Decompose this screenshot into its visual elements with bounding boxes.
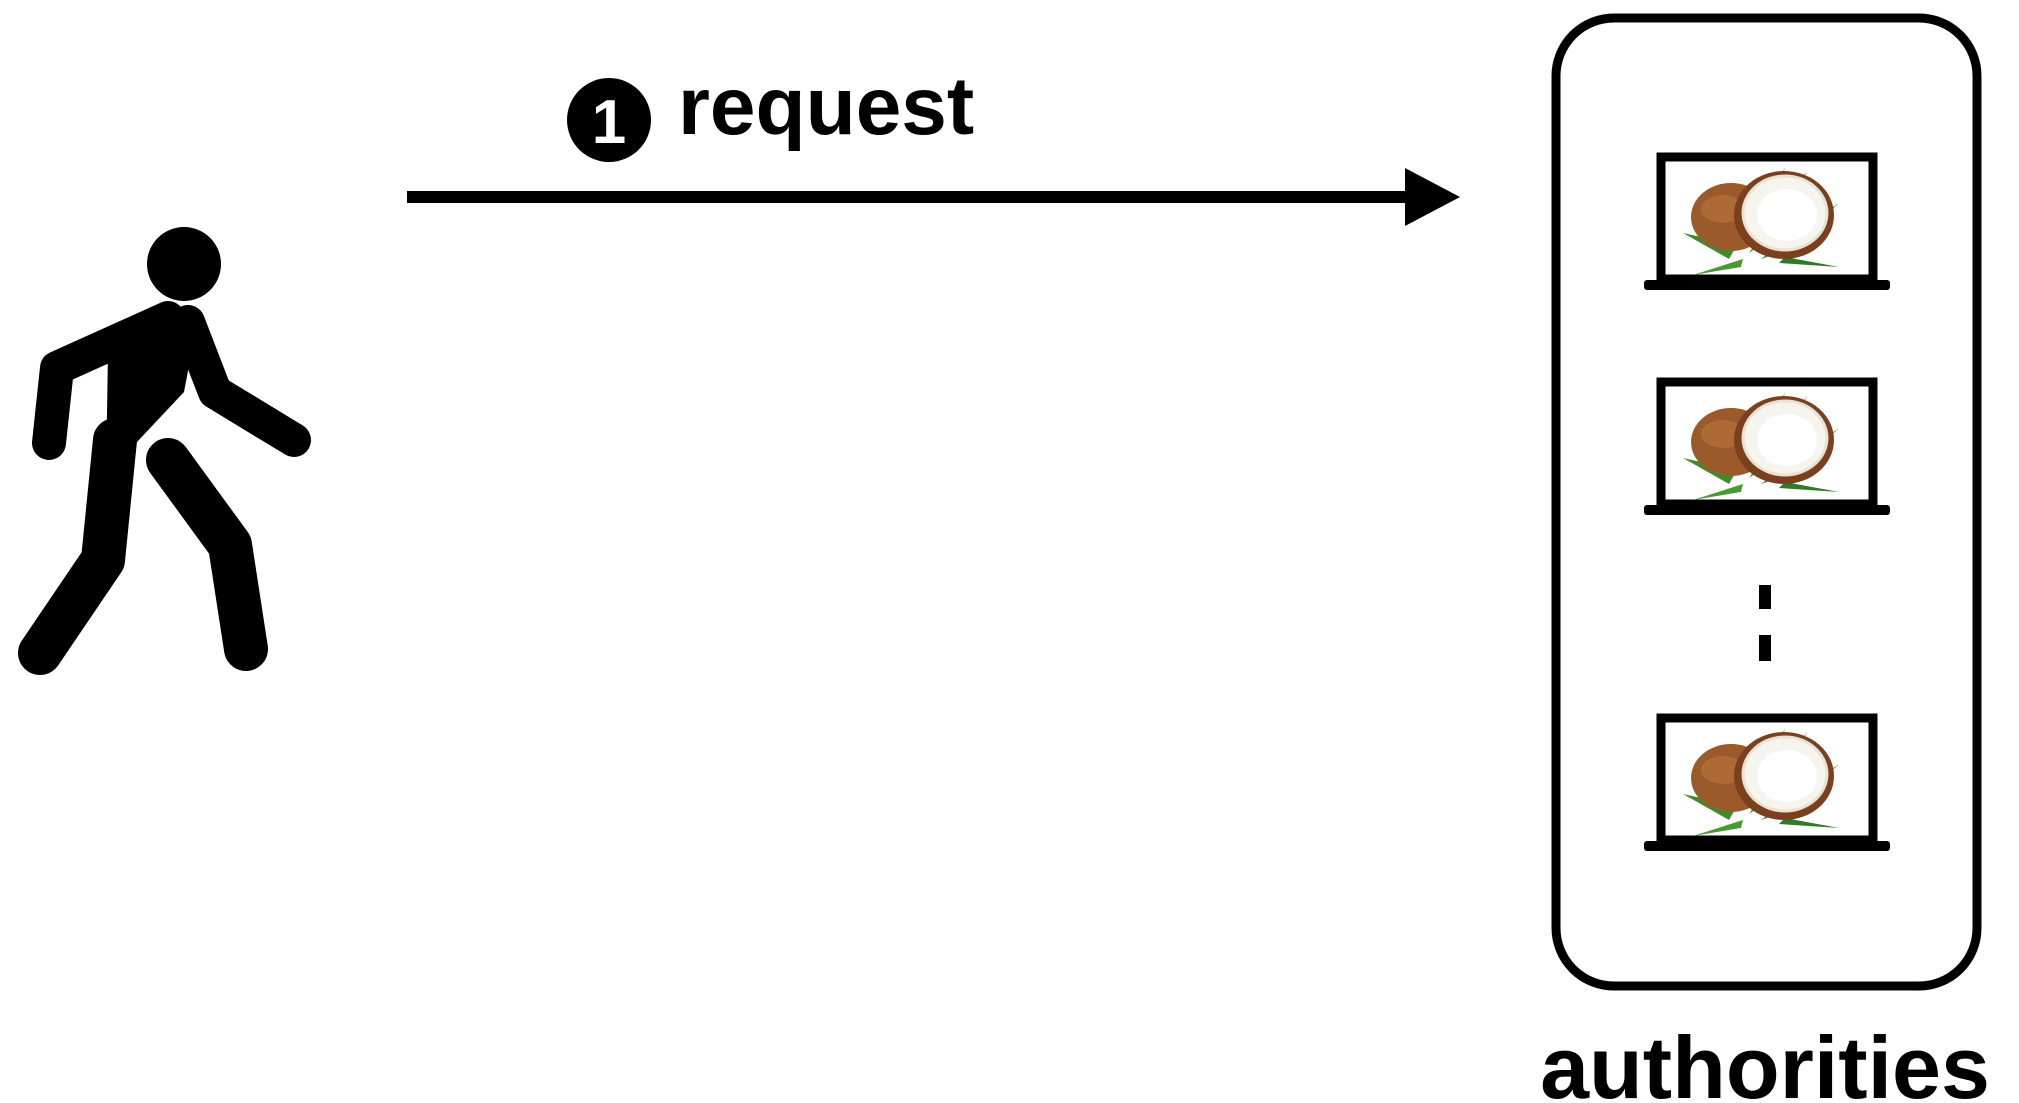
- authority-laptop-icon: [1644, 382, 1890, 515]
- walking-person-icon: [18, 227, 311, 675]
- authorities-label: authorities: [1540, 1018, 1990, 1103]
- request-label: request: [678, 61, 974, 152]
- authority-laptop-icon: [1644, 718, 1890, 851]
- vertical-ellipsis-icon: [1759, 585, 1771, 661]
- request-arrow: [407, 168, 1460, 226]
- authority-laptop-icon: [1644, 157, 1890, 290]
- authorities-container: [1551, 13, 1982, 991]
- step-badge: 1: [567, 78, 651, 162]
- step-number: 1: [592, 88, 626, 157]
